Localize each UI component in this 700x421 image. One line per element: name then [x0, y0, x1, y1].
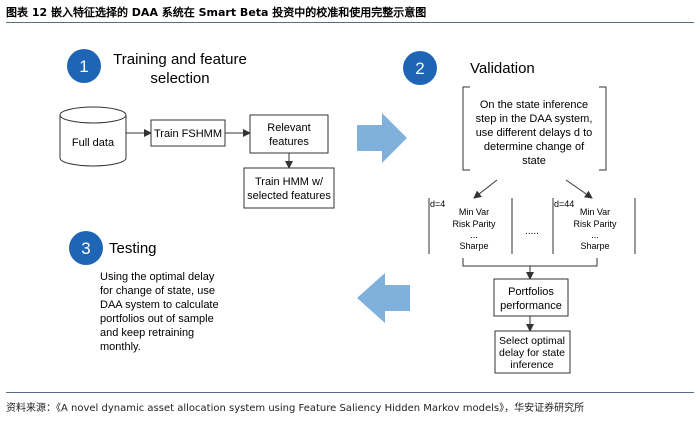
delay-group-left	[428, 198, 513, 254]
left-item-1: Min Var	[459, 207, 489, 217]
select-line2: delay for state	[499, 347, 565, 359]
train-hmm-line2: selected features	[247, 190, 331, 202]
delay-group-right	[552, 198, 636, 254]
top-rule	[6, 22, 694, 23]
right-item-1: Min Var	[580, 207, 610, 217]
relevant-features-line1: Relevant	[267, 122, 310, 134]
step3-badge	[69, 231, 103, 265]
relevant-features-box	[249, 114, 329, 154]
train-hmm-box	[243, 167, 335, 209]
source-note: 资料来源：《A novel dynamic asset allocation s…	[6, 403, 585, 414]
testing-desc-line5: and keep retraining	[100, 327, 194, 339]
validation-desc-line4: determine change of	[484, 141, 585, 153]
delay-right-label: d=44	[554, 199, 574, 209]
select-line1: Select optimal	[499, 335, 565, 347]
figure-title: 图表 12 嵌入特征选择的 DAA 系统在 Smart Beta 投资中的校准和…	[6, 6, 427, 19]
left-item-3: ...	[470, 230, 478, 240]
portfolios-box	[493, 278, 569, 317]
testing-desc-line3: DAA system to calculate	[100, 299, 219, 311]
testing-desc-line4: portfolios out of sample	[100, 313, 214, 325]
train-hmm-line1: Train HMM w/	[255, 176, 324, 188]
step3-title: Testing	[109, 240, 157, 257]
select-line3: inference	[510, 359, 553, 371]
arrow-desc-left	[473, 179, 498, 199]
delay-middle-dots: .....	[525, 226, 539, 237]
right-item-4: Sharpe	[580, 241, 609, 251]
arrow-desc-right	[565, 179, 593, 199]
right-item-2: Risk Parity	[573, 219, 617, 229]
flow-arrow-left	[357, 273, 410, 323]
right-item-3: ...	[591, 230, 599, 240]
testing-desc-line2: for change of state, use	[100, 285, 215, 297]
step1-number: 1	[79, 57, 88, 76]
validation-desc-line1: On the state inference	[480, 99, 588, 111]
portfolios-line2: performance	[500, 300, 562, 312]
portfolios-line1: Portfolios	[508, 286, 554, 298]
validation-desc-line2: step in the DAA system,	[476, 113, 593, 125]
delay-left-label: d=4	[430, 199, 445, 209]
left-item-2: Risk Parity	[452, 219, 496, 229]
train-fshmm-label: Train FSHMM	[154, 128, 222, 140]
groups-join-bracket	[462, 258, 598, 267]
step3-number: 3	[81, 239, 90, 258]
validation-desc-bracket	[462, 86, 607, 171]
step2-title: Validation	[470, 60, 535, 77]
step1-title-line1: Training and feature	[113, 51, 247, 68]
testing-desc-line1: Using the optimal delay	[100, 271, 215, 283]
step1-title-line2: selection	[150, 70, 209, 87]
step1-badge	[67, 49, 101, 83]
relevant-features-line2: features	[269, 136, 309, 148]
select-delay-box	[494, 330, 571, 374]
bottom-rule	[6, 392, 694, 393]
flow-arrow-right	[357, 113, 407, 163]
left-item-4: Sharpe	[459, 241, 488, 251]
testing-desc-line6: monthly.	[100, 341, 141, 353]
validation-desc-line5: state	[522, 155, 546, 167]
step2-badge	[403, 51, 437, 85]
full-data-label: Full data	[72, 137, 115, 149]
full-data-cylinder	[59, 106, 127, 167]
validation-desc-line3: use different delays d to	[476, 127, 593, 139]
step2-number: 2	[415, 59, 424, 78]
